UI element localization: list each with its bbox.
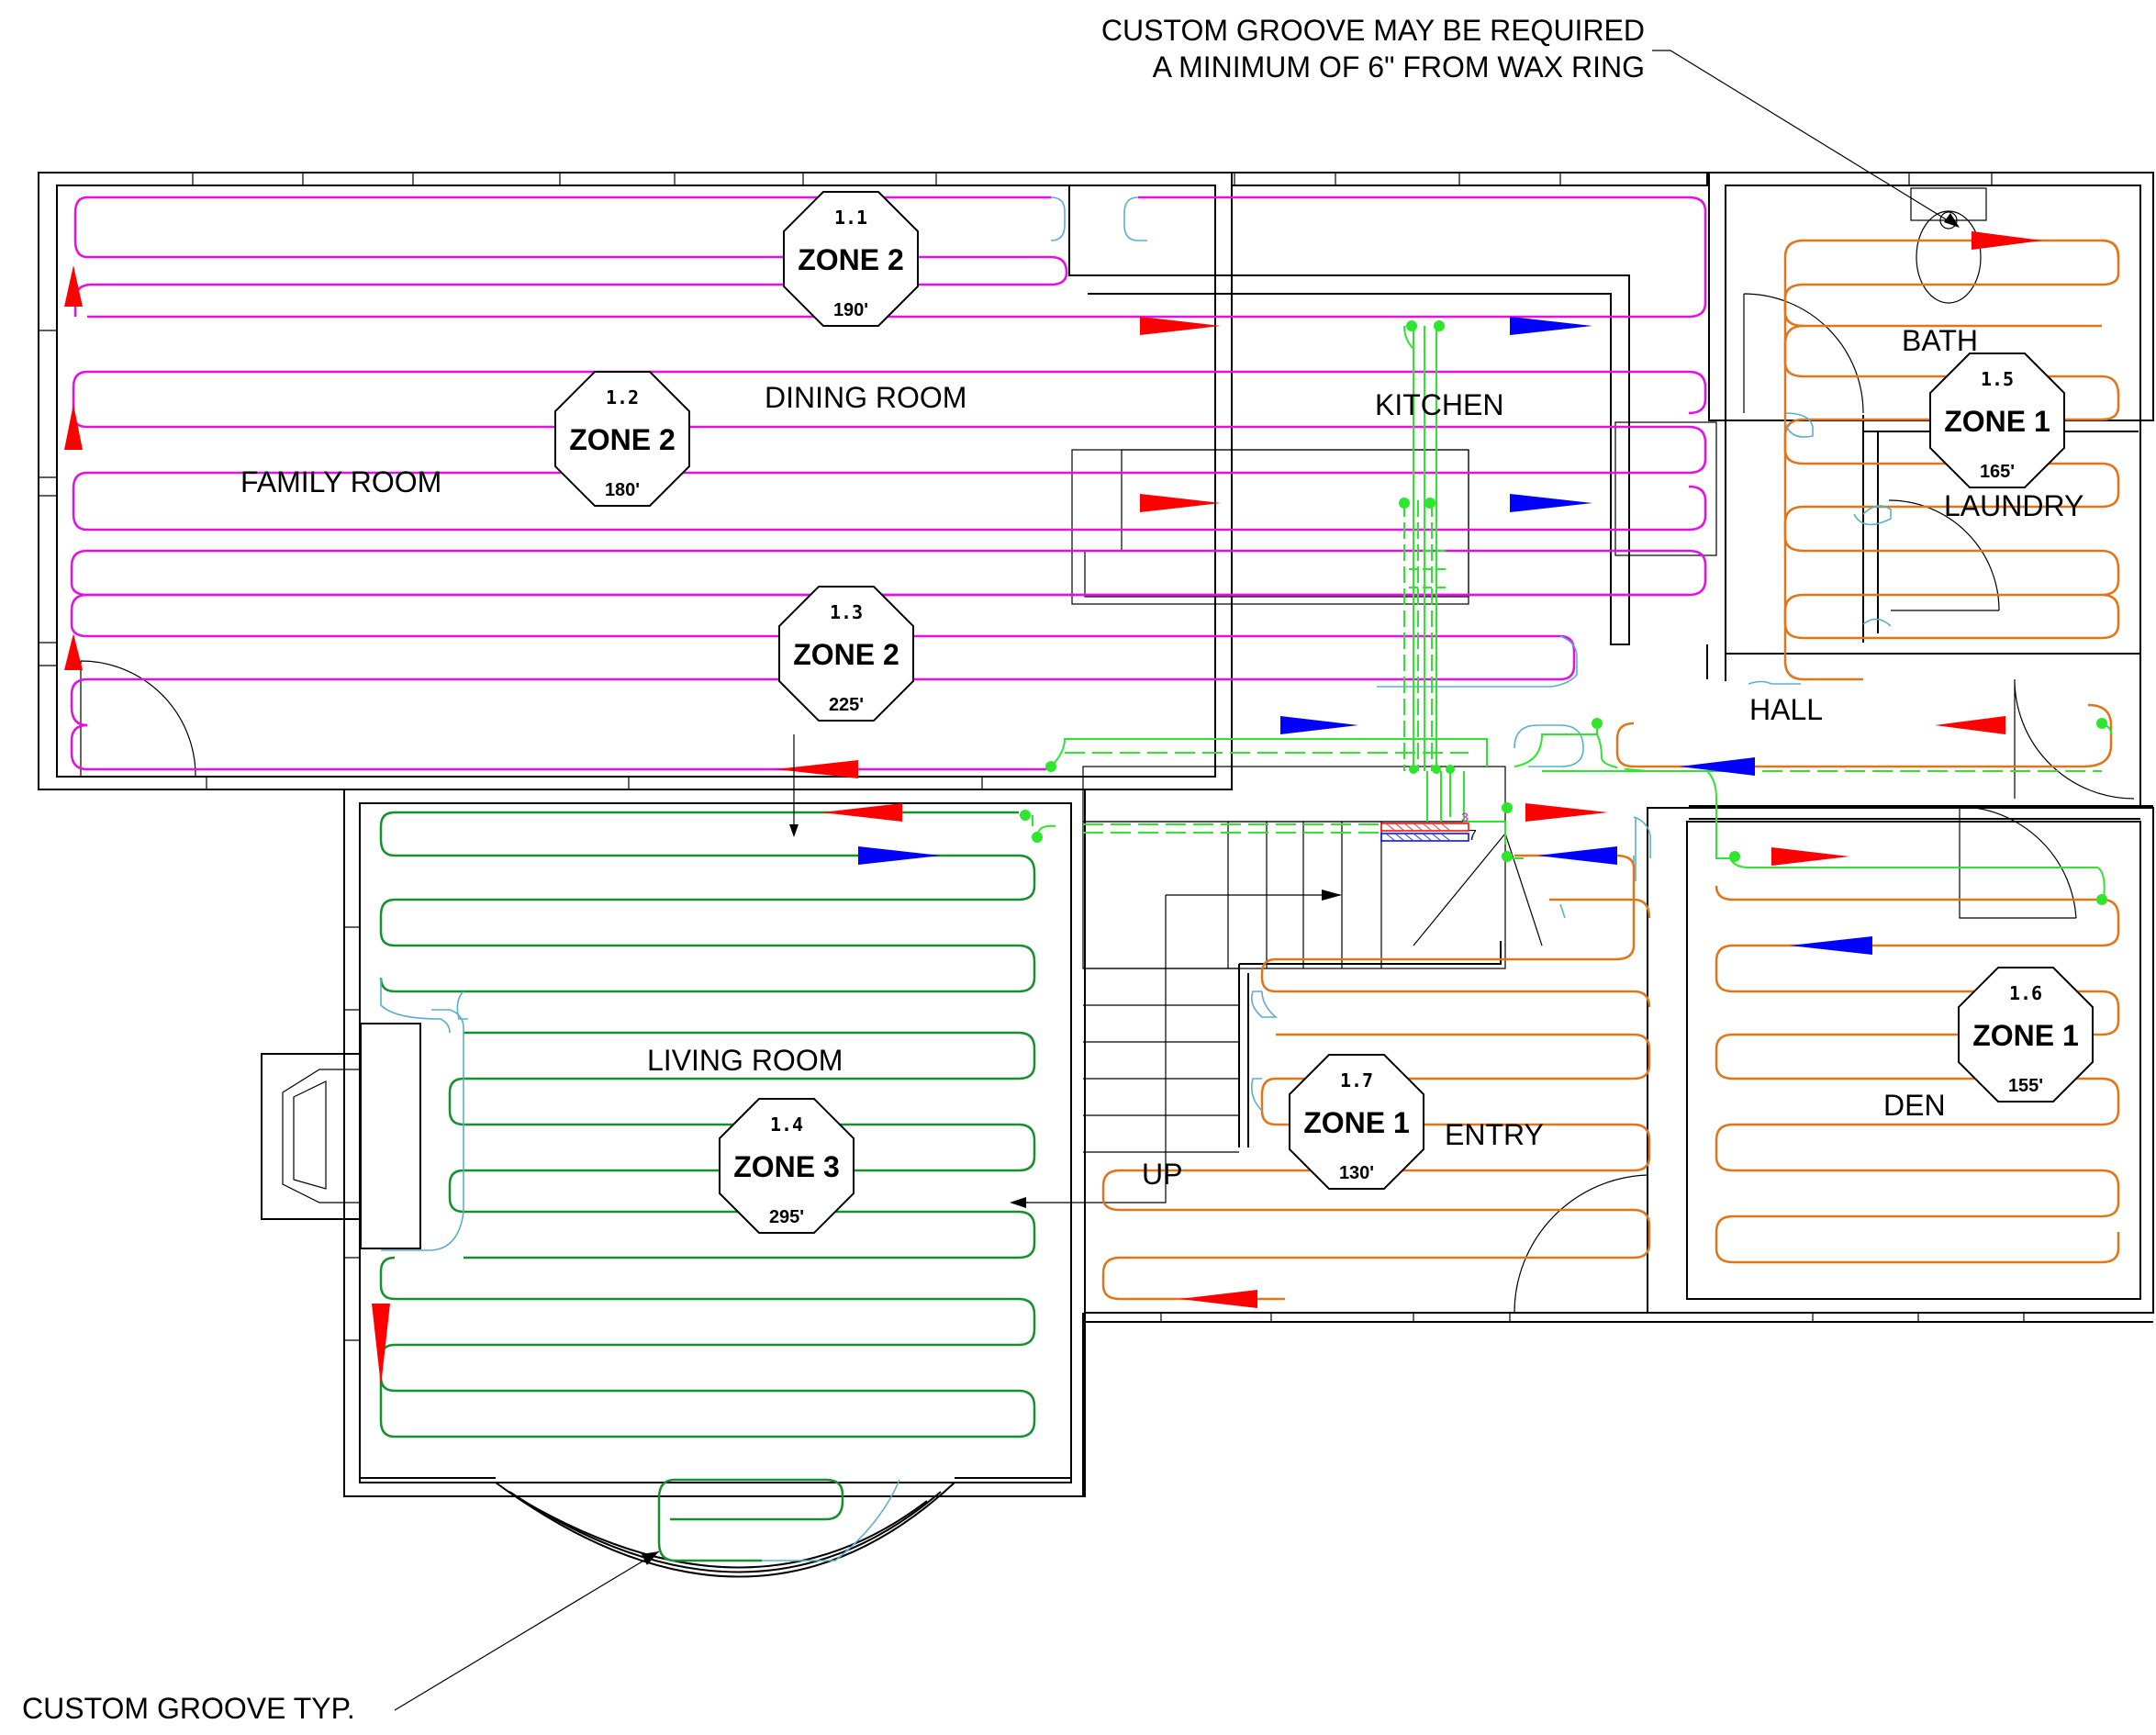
zone-name: ZONE 2 [798, 243, 904, 276]
zone-badge: 1.5 ZONE 1 165' [1929, 353, 2065, 488]
room-label-laundry: LAUNDRY [1944, 489, 2083, 522]
doors [80, 293, 2135, 1314]
tubing-loop-1-5 [1615, 239, 2120, 768]
supply-arrow [64, 404, 83, 450]
loop-length: 225' [829, 695, 864, 715]
loop-id: 1.4 [770, 1114, 803, 1136]
tubing-loop-1-4 [379, 811, 1036, 1562]
supply-arrow [1525, 803, 1608, 822]
loop-length: 295' [769, 1207, 804, 1227]
zone-name: ZONE 1 [1972, 1019, 2079, 1052]
note-custom-groove: CUSTOM GROOVE TYP. [22, 1692, 355, 1725]
supply-arrow [1972, 231, 2042, 250]
loop-id: 1.1 [834, 207, 867, 229]
loop-id: 1.3 [830, 601, 863, 623]
loop-length: 155' [2008, 1076, 2043, 1096]
zone-badge: 1.7 ZONE 1 130' [1289, 1054, 1424, 1190]
supply-arrow [372, 1304, 390, 1386]
connector-tubing [380, 196, 1892, 1562]
loop-id: 1.5 [1981, 368, 2014, 390]
room-labels: FAMILY ROOM DINING ROOM KITCHEN BATH LAU… [240, 324, 2083, 1191]
zone-badge: 1.3 ZONE 2 225' [778, 586, 914, 722]
supply-arrow [1935, 716, 2005, 734]
room-label-kitchen: KITCHEN [1375, 388, 1503, 421]
note-wax-ring-line2: A MINIMUM OF 6" FROM WAX RING [1153, 50, 1645, 84]
walls [38, 172, 2154, 1578]
zone-badge: 1.2 ZONE 2 180' [554, 371, 690, 507]
supply-leader-nodes [1020, 320, 2107, 905]
zone-name: ZONE 2 [793, 638, 899, 671]
zone-name: ZONE 1 [1303, 1106, 1410, 1139]
return-arrow [1537, 846, 1617, 865]
supply-arrow [776, 760, 858, 778]
return-arrow [1510, 317, 1592, 335]
room-label-dining: DINING ROOM [765, 381, 966, 414]
tubing-loop-1-3 [70, 549, 1707, 771]
zone-badge: 1.1 ZONE 2 190' [783, 191, 919, 327]
room-label-den: DEN [1883, 1089, 1946, 1122]
note-wax-ring-line1: CUSTOM GROOVE MAY BE REQUIRED [1101, 14, 1645, 47]
manifold-port-label: 7 [1469, 828, 1477, 844]
manifold-port-label: 3 [1461, 810, 1469, 824]
return-arrow [1280, 716, 1358, 734]
loop-length: 165' [1980, 462, 2015, 482]
supply-arrow [1179, 1290, 1257, 1308]
loop-id: 1.6 [2009, 982, 2042, 1004]
manifold: 3 7 [1380, 810, 1477, 844]
room-label-hall: HALL [1749, 693, 1823, 726]
supply-arrow [1140, 494, 1221, 512]
room-label-bath: BATH [1902, 324, 1978, 357]
loop-length: 180' [605, 480, 640, 500]
return-arrow [1510, 494, 1592, 512]
loop-length: 190' [833, 300, 868, 320]
flow-arrows [64, 231, 2042, 1386]
loop-id: 1.7 [1340, 1069, 1373, 1091]
zone-name: ZONE 2 [569, 423, 676, 456]
zone-name: ZONE 1 [1944, 405, 2050, 438]
supply-arrow [821, 803, 902, 822]
zone-name: ZONE 3 [733, 1150, 840, 1183]
room-label-living: LIVING ROOM [647, 1044, 843, 1077]
return-arrow [1790, 936, 1872, 955]
return-arrow [1680, 757, 1755, 776]
tubing-loop-1-6 [1715, 885, 2120, 1264]
room-label-family: FAMILY ROOM [240, 465, 441, 498]
supply-arrow [64, 633, 83, 670]
loop-id: 1.2 [606, 386, 639, 409]
zone-badge: 1.6 ZONE 1 155' [1958, 967, 2094, 1103]
supply-arrow [1771, 847, 1849, 866]
supply-arrow [64, 265, 83, 307]
annotation-leaders [394, 50, 1960, 1711]
zone-badge: 1.4 ZONE 3 295' [719, 1098, 855, 1234]
notes: CUSTOM GROOVE MAY BE REQUIRED A MINIMUM … [22, 14, 1645, 1725]
room-label-up: UP [1142, 1158, 1182, 1191]
supply-arrow [1140, 317, 1221, 335]
return-arrow [858, 846, 941, 865]
loop-length: 130' [1339, 1163, 1374, 1183]
room-label-entry: ENTRY [1445, 1118, 1544, 1151]
